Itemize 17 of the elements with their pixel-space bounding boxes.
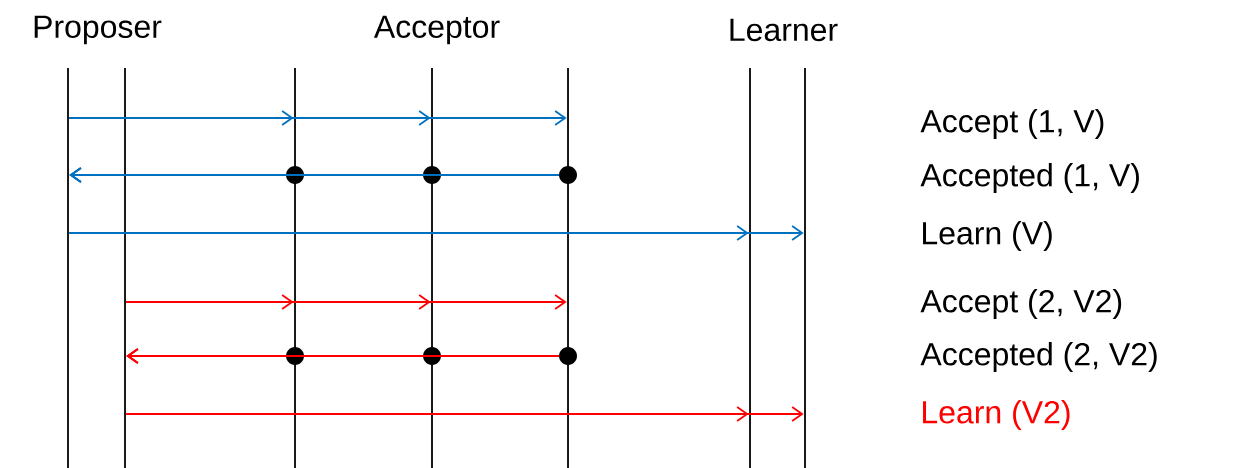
lifeline: [804, 68, 806, 468]
role-heading: Acceptor: [373, 15, 500, 45]
role-heading: Learner: [730, 18, 838, 42]
message-label: Accepted (1, V): [920, 163, 1139, 193]
arrow: [69, 166, 577, 184]
arrow: [125, 294, 567, 310]
message-label: Accept (2, V2): [920, 289, 1122, 319]
message-label: Accept (1, V): [920, 109, 1104, 139]
message-label: Learn (V2): [923, 400, 1070, 430]
message-label: Accepted (2, V2): [920, 342, 1157, 372]
lifeline: [749, 68, 751, 468]
arrow: [126, 347, 577, 365]
lifeline: [124, 68, 126, 468]
lifeline: [67, 68, 69, 468]
arrow: [68, 110, 567, 126]
message-label: Learn (V): [923, 221, 1052, 251]
role-heading: Proposer: [34, 15, 162, 45]
